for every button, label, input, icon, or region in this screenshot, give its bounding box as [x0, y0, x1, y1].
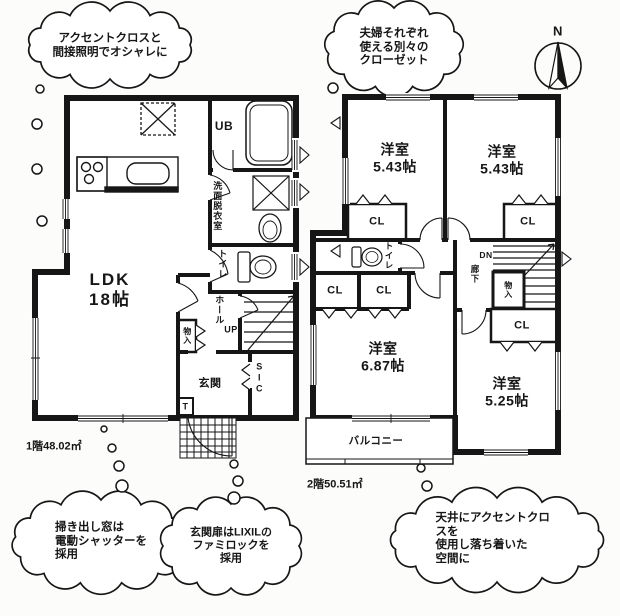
porch-tiles: [179, 417, 237, 459]
label-storage-2f: 物入: [503, 281, 513, 299]
room-label-bedroom-nw: 洋室 5.43帖: [373, 141, 417, 174]
room-label-ub: UB: [214, 118, 234, 133]
room-label-hall: ホール: [214, 295, 225, 325]
bubble-top-left: アクセントクロスと 間接照明でオシャレに: [52, 32, 168, 58]
room-label-entrance: 玄関: [198, 377, 222, 390]
cloud-bubble: [159, 496, 303, 596]
sink-icon: [258, 213, 282, 243]
closet-label-nw: CL: [369, 215, 385, 228]
label-storage-1f: 物入: [182, 327, 192, 345]
label-dn: DN: [479, 249, 493, 260]
storage-box-2f: [491, 270, 526, 310]
stairs-1f: [244, 295, 296, 351]
refrigerator-space-icon: [140, 102, 176, 136]
room-label-toilet-2f: トイレ: [384, 241, 395, 271]
room-label-washroom: 洗面脱衣室: [212, 181, 223, 231]
toilet-icon-2f: [351, 246, 383, 268]
closet-label-ne: CL: [520, 215, 536, 228]
doors-1f: [177, 149, 259, 457]
closet-label-mid-left: CL: [327, 284, 343, 297]
speech-bubble-clouds: [11, 0, 605, 596]
label-corridor: 廊下: [470, 264, 481, 284]
closets-2f: [321, 194, 560, 352]
t-box: [177, 397, 194, 416]
room-label-bedroom-ne: 洋室 5.43帖: [480, 143, 524, 176]
cloud-bubble: [11, 490, 191, 596]
room-label-bedroom-se: 洋室 5.25帖: [485, 375, 529, 408]
closet-label-mid-right: CL: [376, 284, 392, 297]
compass-north-label: N: [553, 23, 563, 39]
balcony-label: バルコニー: [348, 434, 404, 447]
floor2-plan: [305, 93, 572, 465]
label-up: UP: [224, 324, 238, 335]
label-t: T: [182, 401, 189, 412]
bubble-bottom-left: 掃き出し窓は 電動シャッターを 採用: [55, 521, 147, 561]
room-label-sic: SIC: [254, 361, 265, 395]
floor2-area-label: 2階50.51㎡: [307, 478, 363, 491]
room-label-bedroom-sw: 洋室 6.87帖: [361, 340, 405, 373]
sic-door-marks: [241, 363, 251, 391]
kitchen-counter-icon: [76, 156, 179, 193]
bubble-bottom-right: 天井にアクセントクロスを 使用し落ち着いた 空間に: [435, 511, 550, 565]
windows-1f: [31, 138, 310, 423]
stove-burners-icon: [80, 161, 104, 185]
toilet-icon-1f: [237, 251, 277, 283]
closet-label-se: CL: [514, 319, 530, 332]
doors-2f: [399, 217, 487, 335]
room-label-ldk: LDK 18帖: [89, 269, 131, 309]
bubble-top-right: 夫婦それぞれ 使える別々の クローゼット: [359, 27, 429, 67]
storage-box-1f: [176, 318, 207, 354]
floor1-area-label: 1階48.02㎡: [26, 440, 82, 453]
bubble-trail-circles: [31, 82, 433, 505]
cloud-bubble: [27, 1, 193, 89]
cloud-bubble: [389, 486, 605, 594]
bathtub-icon: [245, 100, 293, 166]
washer-pan-icon: [252, 175, 290, 211]
bubble-bottom-center: 玄関扉はLIXILの ファミロックを 採用: [190, 526, 272, 565]
windows-2f: [309, 93, 572, 457]
room-label-toilet-1f: トイレ: [217, 249, 228, 279]
compass-icon: [534, 41, 582, 91]
floor1-plan: [31, 95, 310, 459]
